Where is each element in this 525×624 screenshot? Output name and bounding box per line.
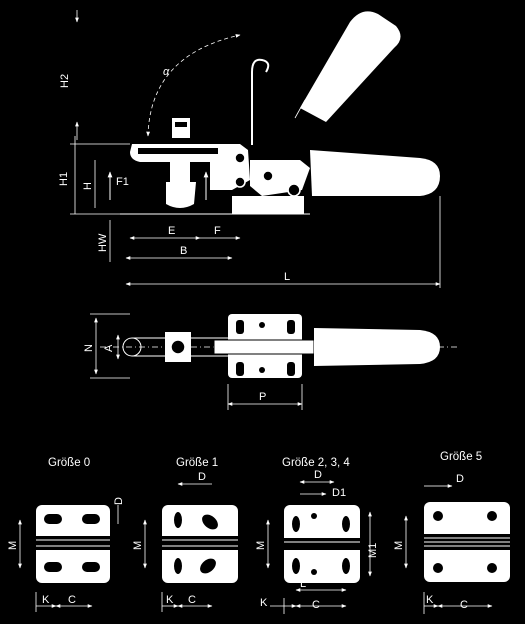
size-2-3-4-caption: Größe 2, 3, 4	[282, 457, 350, 469]
size-1-C-label: C	[188, 594, 196, 606]
dim-HW-label: HW	[97, 233, 109, 252]
size-1-caption: Größe 1	[176, 457, 218, 469]
size-0-detail: Größe 0 M D K C	[7, 457, 125, 612]
size-2-3-4-D1-label: D1	[332, 487, 346, 499]
side-view: H2 α H1 H	[58, 10, 441, 288]
size-0-D-label: D	[113, 497, 125, 505]
handle-closed-position	[310, 150, 440, 196]
dim-P-label: P	[259, 391, 266, 403]
handle-open-position	[300, 11, 401, 122]
size-1-K-label: K	[166, 594, 174, 606]
pressure-pad	[166, 182, 196, 208]
dim-F-label: F	[214, 225, 221, 237]
size-5-M-label: M	[393, 541, 405, 550]
size-0-C-label: C	[68, 594, 76, 606]
base-plate-side	[232, 196, 304, 214]
size-2-3-4-M-label: M	[255, 541, 267, 550]
size-2-3-4-L-label: L	[300, 578, 306, 590]
angle-alpha-label: α	[163, 66, 170, 78]
size-2-3-4-C-label: C	[312, 599, 320, 611]
size-1-D-label: D	[198, 471, 206, 483]
size-5-C-label: C	[460, 599, 468, 611]
size-0-M-label: M	[7, 541, 19, 550]
dim-H-label: H	[82, 182, 94, 190]
size-1-detail: Größe 1 D M K C	[132, 457, 238, 612]
spindle-body	[170, 160, 190, 182]
handle-top	[314, 328, 440, 366]
size-1-M-label: M	[132, 541, 144, 550]
force-F1-label: F1	[116, 176, 129, 188]
top-view: N A P	[83, 313, 460, 410]
size-5-caption: Größe 5	[440, 451, 482, 463]
dim-N-label: N	[83, 344, 95, 352]
dim-H1-label: H1	[58, 172, 70, 186]
size-2-3-4-K-label: K	[260, 597, 268, 609]
size-0-caption: Größe 0	[48, 457, 90, 469]
dim-A-label: A	[103, 344, 115, 352]
dim-E-label: E	[168, 225, 175, 237]
size-2-3-4-D-label: D	[314, 469, 322, 481]
size-0-K-label: K	[42, 594, 50, 606]
dim-B-label: B	[180, 245, 187, 257]
spindle-nut	[172, 118, 190, 138]
dim-L-label: L	[284, 271, 290, 283]
handle-hook	[251, 58, 270, 73]
size-5-K-label: K	[426, 594, 434, 606]
size-5-detail: Größe 5 D M K C	[393, 451, 510, 614]
size-2-3-4-detail: Größe 2, 3, 4 D D1 M M1 L K C	[255, 457, 379, 614]
force-F2-label: F2	[212, 176, 225, 188]
clamp-arm	[130, 144, 250, 190]
size-2-3-4-M1-label: M1	[367, 543, 379, 558]
size-5-D-label: D	[456, 473, 464, 485]
dim-H2-label: H2	[59, 74, 71, 88]
